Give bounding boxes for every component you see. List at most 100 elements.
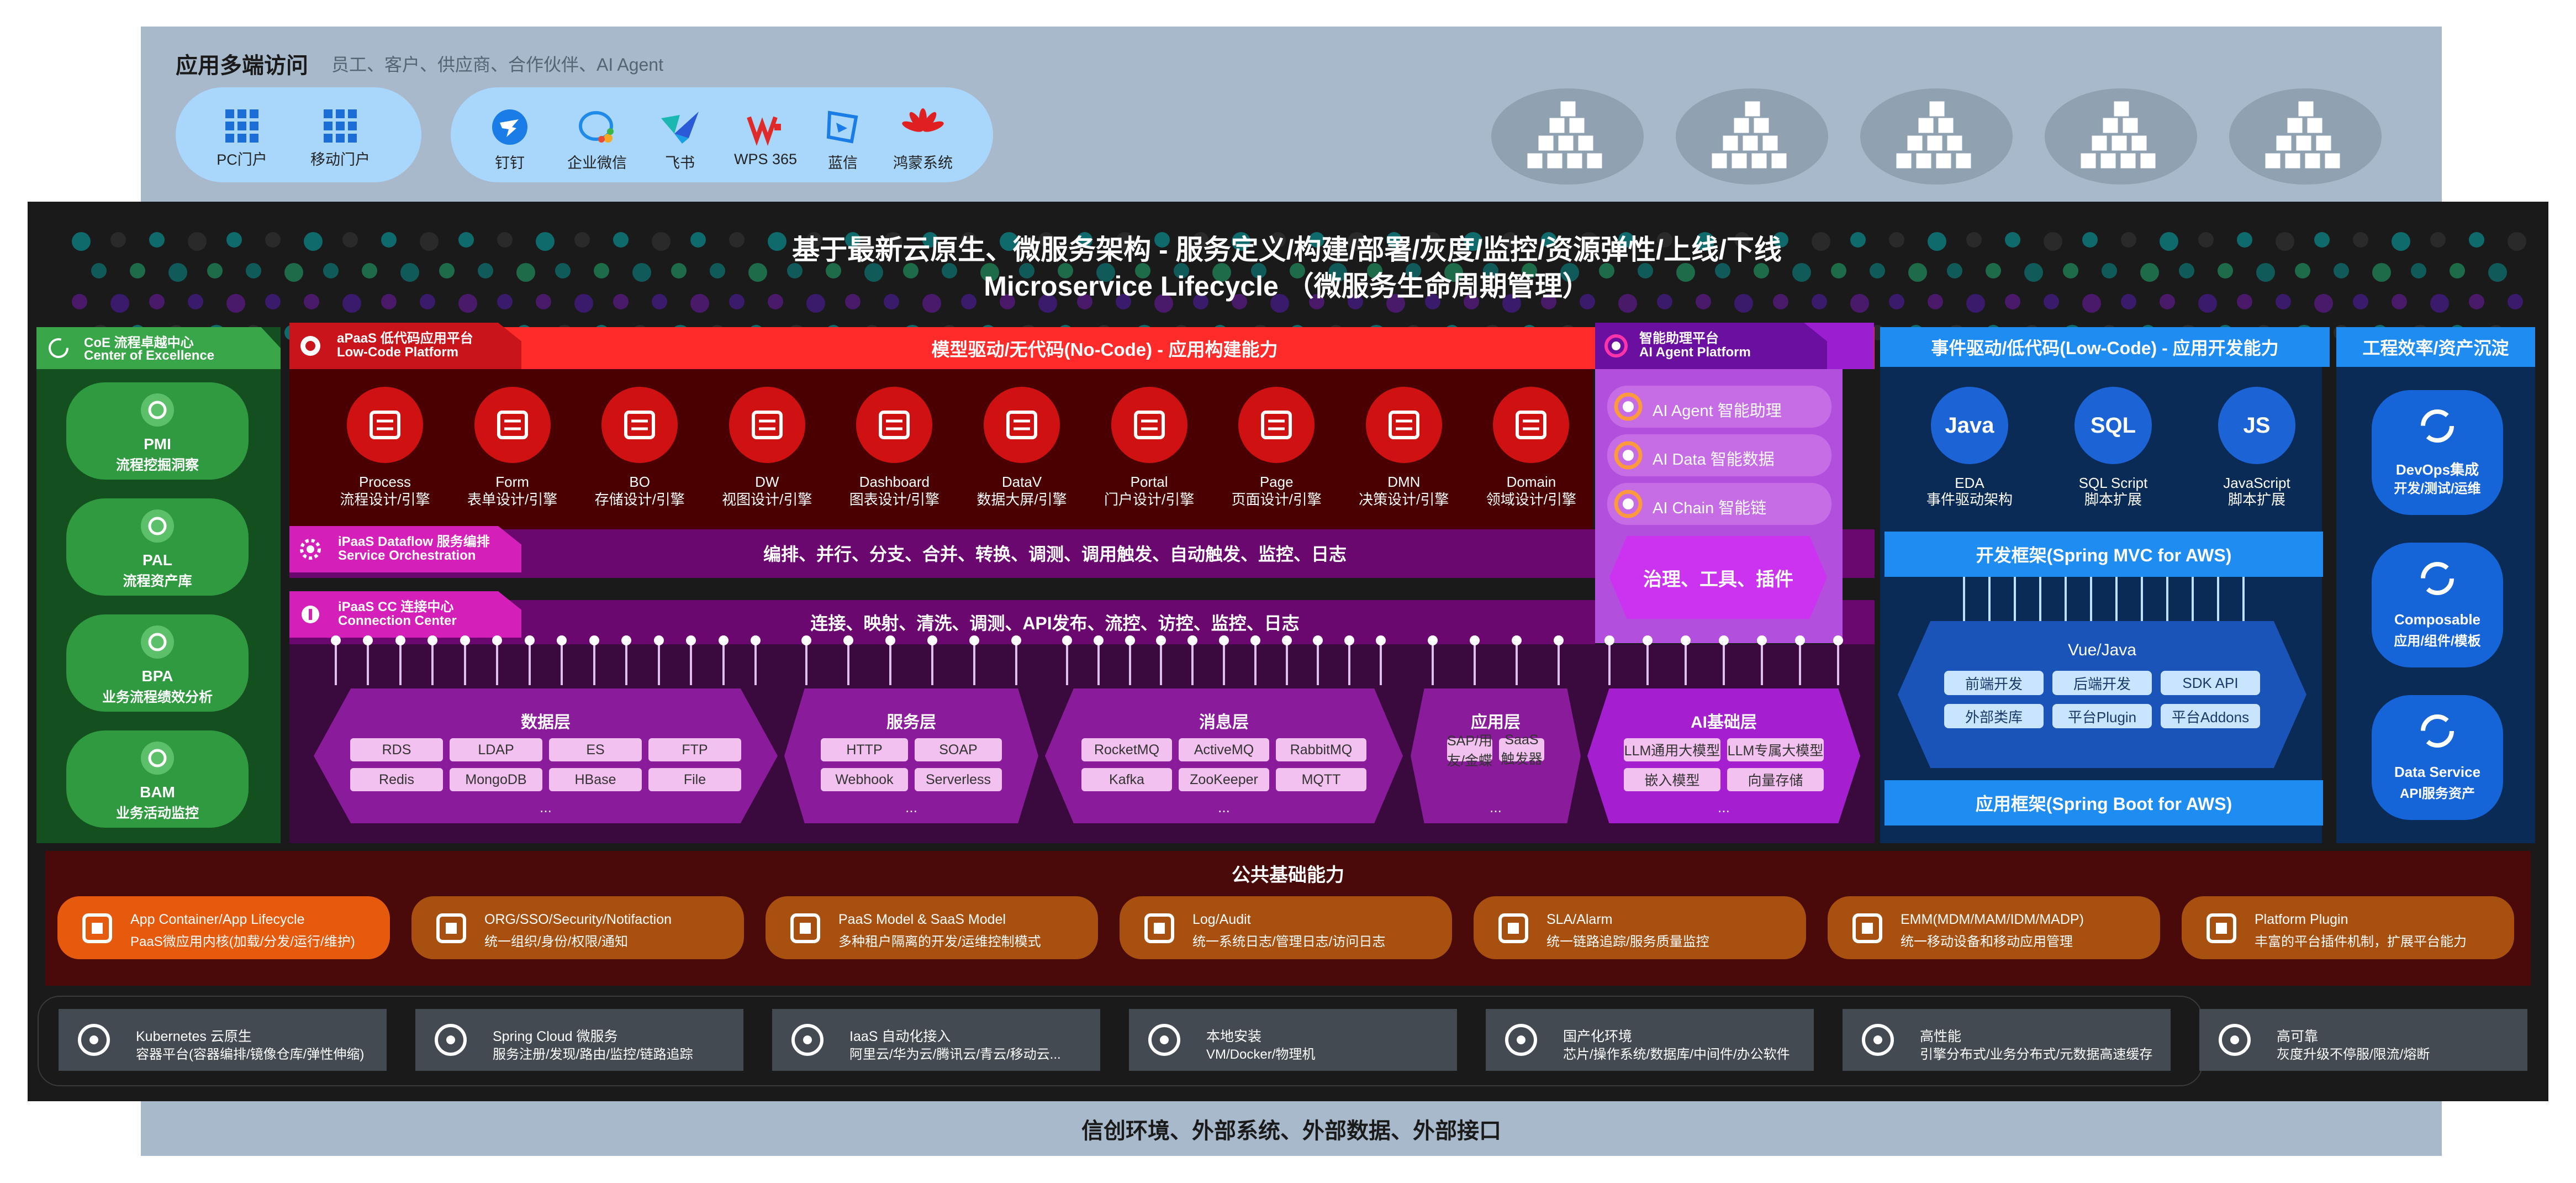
infra-item-2[interactable]: IaaS 自动化接入阿里云/华为云/腾讯云/青云/移动云... [772, 1009, 1100, 1071]
layer-more: ... [1490, 799, 1502, 816]
layer-chip[interactable]: HTTP [821, 738, 908, 761]
channel-harmony[interactable]: 鸿蒙系统 [881, 107, 964, 172]
infra-item-6[interactable]: 高可靠灰度升级不停服/限流/熔断 [2199, 1009, 2527, 1071]
vue-chip[interactable]: 前端开发 [1944, 671, 2044, 695]
vue-chip[interactable]: 平台Plugin [2052, 704, 2152, 728]
channel-feishu[interactable]: 飞书 [650, 107, 710, 172]
connector-pin [496, 641, 499, 685]
layer-chip[interactable]: LDAP [450, 738, 542, 761]
layer-chip[interactable]: ZooKeeper [1179, 768, 1269, 791]
layer-chip[interactable]: RabbitMQ [1276, 738, 1366, 761]
infra-item-1[interactable]: Spring Cloud 微服务服务注册/发现/路由/监控/链路追踪 [415, 1009, 743, 1071]
aws-logo-icon [300, 336, 320, 356]
channel-lanxin[interactable]: 蓝信 [815, 107, 870, 172]
layer-chip[interactable]: RocketMQ [1081, 738, 1172, 761]
layer-chip[interactable]: HBase [549, 768, 642, 791]
vue-chip[interactable]: SDK API [2161, 671, 2260, 695]
layer-chip[interactable]: RDS [350, 738, 443, 761]
dot [1502, 232, 1518, 248]
coe-item-desc: 流程资产库 [123, 574, 192, 589]
ai-item[interactable]: AI Chain 智能链 [1607, 483, 1831, 525]
dot [168, 263, 187, 282]
portal-mobile[interactable]: 移动门户 [302, 108, 379, 169]
layer-chip[interactable]: LLM专属大模型 [1727, 738, 1824, 761]
layer-chip[interactable]: SOAP [915, 738, 1002, 761]
layer-chip[interactable]: MongoDB [450, 768, 542, 791]
ai-item[interactable]: AI Agent 智能助理 [1607, 386, 1831, 428]
vue-chip[interactable]: 外部类库 [1944, 704, 2044, 728]
layer-chip[interactable]: ES [549, 738, 642, 761]
vue-chip[interactable]: 平台Addons [2161, 704, 2260, 728]
infra-item-0[interactable]: Kubernetes 云原生容器平台(容器编排/镜像仓库/弹性伸缩) [59, 1009, 387, 1071]
dot [2314, 294, 2333, 313]
coe-item-name: PAL [142, 551, 172, 569]
channel-wps[interactable]: WPS 365 [730, 107, 801, 168]
connector-dot [927, 635, 937, 645]
common-item-5[interactable]: EMM(MDM/MAM/IDM/MADP)统一移动设备和移动应用管理 [1828, 896, 2160, 959]
connector-pin [973, 641, 975, 685]
connector-pin [889, 641, 891, 685]
layer-chip[interactable]: Serverless [915, 768, 1002, 791]
vue-chip[interactable]: 后端开发 [2052, 671, 2152, 695]
infra-item-4[interactable]: 国产化环境芯片/操作系统/数据库/中间件/办公软件 [1486, 1009, 1814, 1071]
dot [1541, 232, 1556, 248]
layer-chip[interactable]: FTP [648, 738, 741, 761]
layer-chip[interactable]: 向量存储 [1727, 768, 1824, 791]
layer-chip[interactable]: Webhook [821, 768, 908, 791]
bar-chart-icon [856, 387, 933, 463]
dot [72, 294, 87, 309]
layer-chip[interactable]: ActiveMQ [1179, 738, 1269, 761]
layer-more: ... [905, 799, 917, 816]
connector-pin [1432, 641, 1434, 685]
cube-stack-icon [2045, 88, 2197, 185]
channel-dingtalk[interactable]: 钉钉 [479, 107, 540, 172]
layer-chip[interactable]: 嵌入模型 [1624, 768, 1720, 791]
layer-chip[interactable]: LLM通用大模型 [1624, 738, 1720, 761]
portal-pc[interactable]: PC门户 [209, 108, 275, 169]
coe-item-pal[interactable]: PAL 流程资产库 [66, 498, 249, 596]
dot [1734, 294, 1753, 313]
channel-wecom[interactable]: 企业微信 [561, 107, 633, 172]
layer-chip[interactable]: Redis [350, 768, 443, 791]
layer-chip[interactable]: SaaS触发器 [1499, 732, 1544, 767]
dot [690, 294, 709, 313]
eng-item-0[interactable]: DevOps集成开发/测试/运维 [2372, 390, 2503, 515]
layer-chip[interactable]: File [648, 768, 741, 791]
layer-chip[interactable]: Kafka [1081, 768, 1172, 791]
coe-item-desc: 业务活动监控 [115, 806, 199, 821]
ai-item[interactable]: AI Data 智能数据 [1607, 434, 1831, 476]
layer-chip[interactable]: MQTT [1276, 768, 1366, 791]
dot [1328, 263, 1347, 282]
layer-more: ... [540, 799, 552, 816]
infra-item-5[interactable]: 高性能引擎分布式/业务分布式/元数据高速缓存 [1843, 1009, 2171, 1071]
layer-chip[interactable]: SAP/用友/金蝶 [1447, 733, 1492, 769]
apaas-badge-en: Low-Code Platform [337, 345, 458, 360]
dot [2508, 232, 2526, 251]
eng-item-en: Data Service [2394, 764, 2481, 780]
